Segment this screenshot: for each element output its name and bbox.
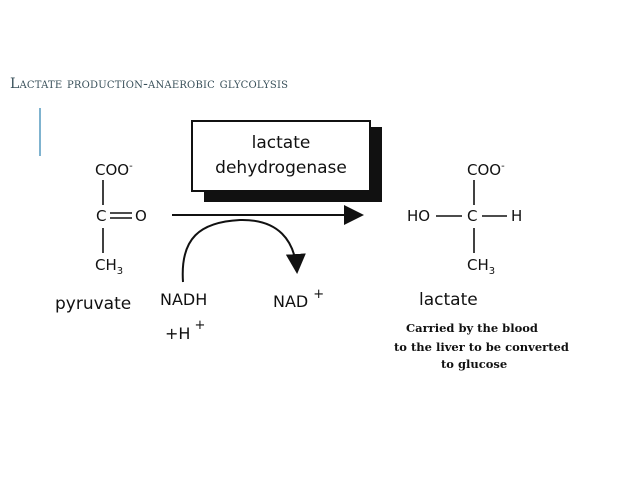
pyruvate-carbonyl-carbon: C bbox=[96, 207, 106, 225]
hydrogen-ion-label: +H+ bbox=[165, 318, 205, 343]
enzyme-box: lactate dehydrogenase bbox=[191, 120, 382, 202]
enzyme-label-line2: dehydrogenase bbox=[215, 158, 347, 178]
pyruvate-structure: COO- C O CH3 pyruvate bbox=[55, 161, 147, 314]
pyruvate-carbonyl-oxygen: O bbox=[135, 207, 147, 225]
lactate-hydrogen: H bbox=[511, 207, 522, 225]
lactate-central-carbon: C bbox=[467, 207, 477, 225]
lactate-structure: COO- HO C H CH3 lactate bbox=[407, 161, 522, 310]
slide-title: Lactate production-anaerobic glycolysis bbox=[10, 76, 289, 92]
pyruvate-carboxylate: COO- bbox=[95, 161, 133, 179]
enzyme-label-line1: lactate bbox=[252, 133, 311, 153]
enzyme-box-frame bbox=[191, 120, 371, 192]
cofactor-arrow bbox=[181, 218, 306, 283]
lactate-hydroxyl: HO bbox=[407, 207, 430, 225]
nadh-label: NADH bbox=[160, 290, 207, 309]
pyruvate-label: pyruvate bbox=[55, 294, 131, 314]
lactate-carboxylate: COO- bbox=[467, 161, 505, 179]
pyruvate-methyl: CH3 bbox=[95, 256, 123, 277]
nad-label: NAD+ bbox=[273, 287, 324, 311]
accent-bar bbox=[39, 108, 41, 156]
note-line-2: to the liver to be converted bbox=[394, 340, 569, 354]
note-line-1: Carried by the blood bbox=[406, 321, 538, 335]
lactate-methyl: CH3 bbox=[467, 256, 495, 277]
note-line-3: to glucose bbox=[441, 357, 507, 371]
lactate-label: lactate bbox=[419, 290, 478, 310]
